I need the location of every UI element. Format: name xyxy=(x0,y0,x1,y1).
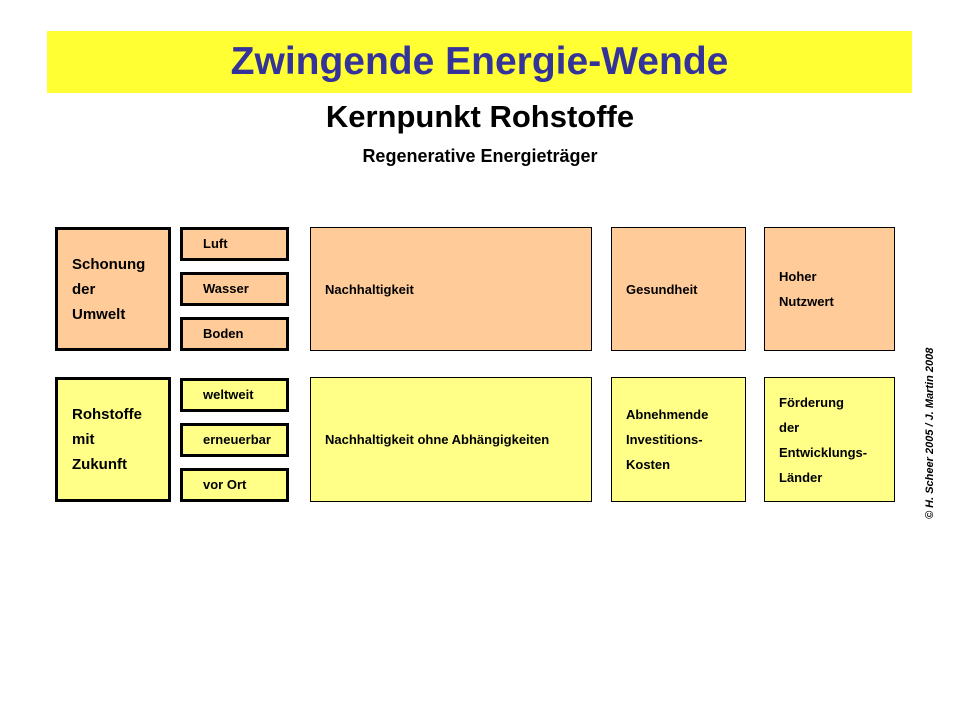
cell-line: Investitions- xyxy=(626,432,703,447)
cell-line: Nutzwert xyxy=(779,294,834,309)
page-sub-subtitle: Regenerative Energieträger xyxy=(362,146,598,166)
cell-box-nachhaltigkeit: Nachhaltigkeit xyxy=(310,227,592,351)
page-subtitle: Kernpunkt Rohstoffe xyxy=(325,99,635,134)
tag-box-luft: Luft xyxy=(180,227,289,261)
cell-line: Förderung xyxy=(779,394,844,410)
cell-line: Gesundheit xyxy=(626,281,698,297)
cell-box-abnehmende-investitionskosten: Abnehmende Investitions- Kosten xyxy=(611,377,746,502)
cell-line: Abnehmende xyxy=(626,407,709,422)
cell-line: der xyxy=(779,419,800,435)
tag-label: Boden xyxy=(203,325,244,341)
tag-label: vor Ort xyxy=(203,476,247,492)
tag-box-erneuerbar: erneuerbar xyxy=(180,423,289,457)
category-line: mit xyxy=(72,431,95,448)
cell-line: Entwicklungs- xyxy=(779,444,868,460)
tag-label: weltweit xyxy=(203,386,254,402)
category-line: Zukunft xyxy=(72,456,127,473)
category-line: Umwelt xyxy=(72,305,126,323)
cell-line: Hoher xyxy=(779,269,817,284)
cell-line: Länder xyxy=(779,469,823,485)
tag-label: Wasser xyxy=(203,280,249,296)
tag-label: Luft xyxy=(203,235,228,251)
cell-box-nachhaltigkeit-ohne-abhaengigkeiten: Nachhaltigkeit ohne Abhängigkeiten xyxy=(310,377,592,502)
tag-label: erneuerbar xyxy=(203,431,271,447)
cell-line: Nachhaltigkeit xyxy=(325,281,414,297)
tag-box-boden: Boden xyxy=(180,317,289,351)
page-title: Zwingende Energie-Wende xyxy=(230,40,729,83)
category-line: der xyxy=(72,280,96,298)
cell-box-foerderung-entwicklungslaender: Förderung der Entwicklungs- Länder xyxy=(764,377,895,502)
cell-box-gesundheit: Gesundheit xyxy=(611,227,746,351)
category-box-schonung-der-umwelt: Schonung der Umwelt xyxy=(55,227,171,351)
title-banner xyxy=(47,31,912,93)
category-line: Schonung xyxy=(72,255,146,273)
cell-line: Nachhaltigkeit ohne Abhängigkeiten xyxy=(325,432,550,447)
tag-box-weltweit: weltweit xyxy=(180,378,289,412)
tag-box-vor-ort: vor Ort xyxy=(180,468,289,502)
cell-box-hoher-nutzwert: Hoher Nutzwert xyxy=(764,227,895,351)
category-line: Rohstoffe xyxy=(72,406,142,423)
category-box-rohstoffe-mit-zukunft: Rohstoffe mit Zukunft xyxy=(55,377,171,502)
copyright-notice: © H. Scheer 2005 / J. Martin 2008 xyxy=(924,347,936,519)
tag-box-wasser: Wasser xyxy=(180,272,289,306)
cell-line: Kosten xyxy=(626,457,671,472)
